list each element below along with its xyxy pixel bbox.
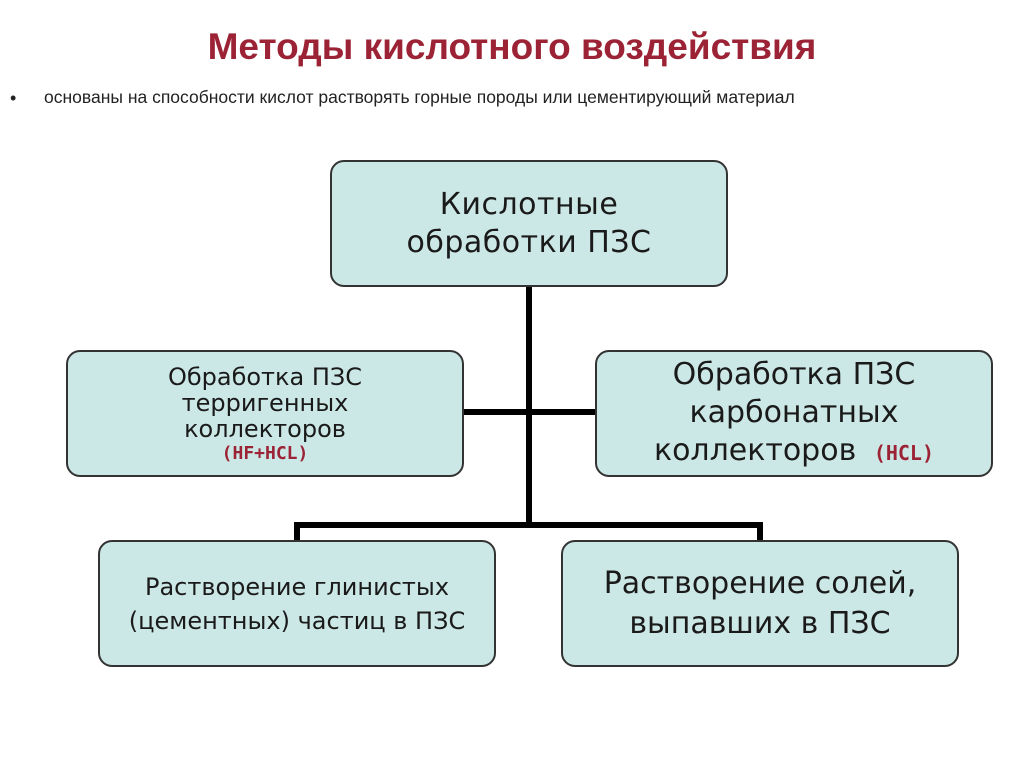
node-label: коллекторов (653, 432, 857, 468)
node-label: (цементных) частиц в ПЗС (128, 606, 466, 635)
node-salt-dissolution: Растворение солей, выпавших в ПЗС (561, 540, 959, 667)
node-acid-treatments: Кислотные обработки ПЗС (330, 160, 728, 287)
bullet-text: основаны на способности кислот растворят… (44, 87, 795, 107)
acid-formula-label: (HCL) (873, 440, 935, 465)
node-label: Растворение солей, (603, 565, 917, 601)
connector-bottom-left-drop (294, 522, 300, 540)
connector-bottom-horizontal (294, 522, 763, 528)
node-label: Обработка ПЗС (672, 356, 916, 392)
node-label: Обработка ПЗС (167, 362, 363, 391)
node-label: коллекторов (184, 414, 346, 443)
node-terrigenous-treatment: Обработка ПЗС терригенных коллекторов (H… (66, 350, 464, 477)
node-label: терригенных (181, 388, 349, 417)
node-clay-dissolution: Растворение глинистых (цементных) частиц… (98, 540, 496, 667)
bullet-marker: • (10, 88, 17, 108)
node-label: обработки ПЗС (406, 224, 652, 260)
acid-formula-label: (HF+HCL) (221, 442, 309, 464)
node-label: Растворение глинистых (144, 572, 450, 601)
slide-title: Методы кислотного воздействия (207, 26, 817, 67)
node-label: карбонатных (689, 394, 899, 430)
node-label-row: коллекторов (HCL) (654, 432, 934, 472)
node-carbonate-treatment: Обработка ПЗС карбонатных коллекторов (H… (595, 350, 993, 477)
node-label: Кислотные (439, 186, 619, 222)
connector-trunk (526, 287, 532, 528)
connector-bottom-right-drop (757, 522, 763, 540)
connector-mid-horizontal (463, 409, 597, 415)
node-label: выпавших в ПЗС (629, 605, 891, 641)
